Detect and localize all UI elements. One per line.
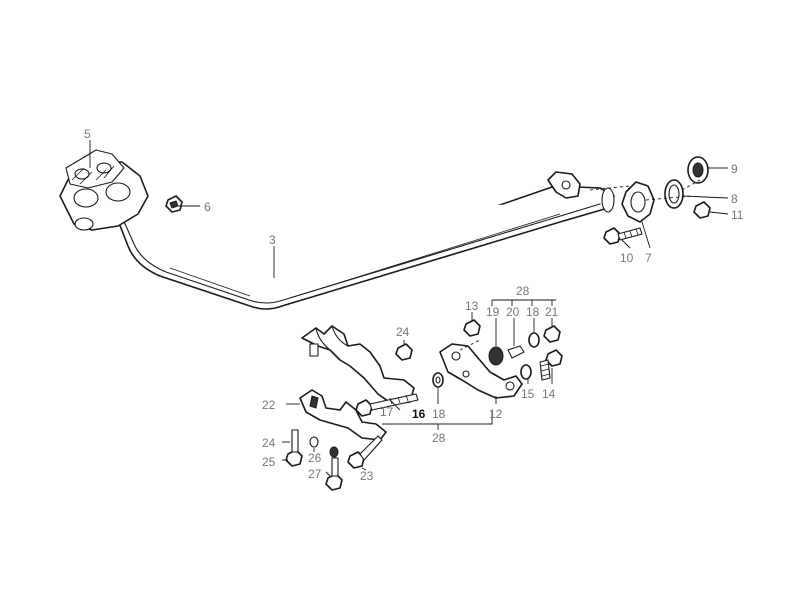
- callout-9: 9: [731, 162, 738, 176]
- callout-23: 23: [360, 469, 374, 483]
- callout-21: 21: [545, 305, 559, 319]
- callout-3: 3: [269, 233, 276, 247]
- callout-19: 19: [486, 305, 500, 319]
- callout-28-upper: 28: [516, 284, 530, 298]
- callout-labels: 3 5 6 7 8 9 10 11 12 13 14 15 16 17 18 1…: [84, 127, 744, 483]
- callout-6: 6: [204, 200, 211, 214]
- rear-connection-parts: [589, 156, 711, 245]
- callout-27: 27: [308, 467, 322, 481]
- callout-10: 10: [620, 251, 634, 265]
- callout-24-lower: 24: [262, 436, 276, 450]
- callout-25: 25: [262, 455, 276, 469]
- callout-13: 13: [465, 299, 479, 313]
- callout-20: 20: [506, 305, 520, 319]
- bracket-assembly: [285, 319, 563, 491]
- callout-24-upper: 24: [396, 325, 410, 339]
- callout-7: 7: [645, 251, 652, 265]
- callout-17: 17: [380, 405, 394, 419]
- callout-18-lower: 18: [432, 407, 446, 421]
- front-flange: [59, 149, 149, 231]
- front-pipe: [111, 171, 615, 310]
- callout-8: 8: [731, 192, 738, 206]
- callout-26: 26: [308, 451, 322, 465]
- callout-28-lower: 28: [432, 431, 446, 445]
- callout-16: 16: [412, 407, 426, 421]
- callout-22: 22: [262, 398, 276, 412]
- callout-11: 11: [731, 208, 744, 222]
- leader-lines: [89, 140, 729, 477]
- callout-12: 12: [489, 407, 503, 421]
- callout-5: 5: [84, 127, 91, 141]
- callout-15: 15: [521, 387, 535, 401]
- callout-18-upper: 18: [526, 305, 540, 319]
- callout-14: 14: [542, 387, 556, 401]
